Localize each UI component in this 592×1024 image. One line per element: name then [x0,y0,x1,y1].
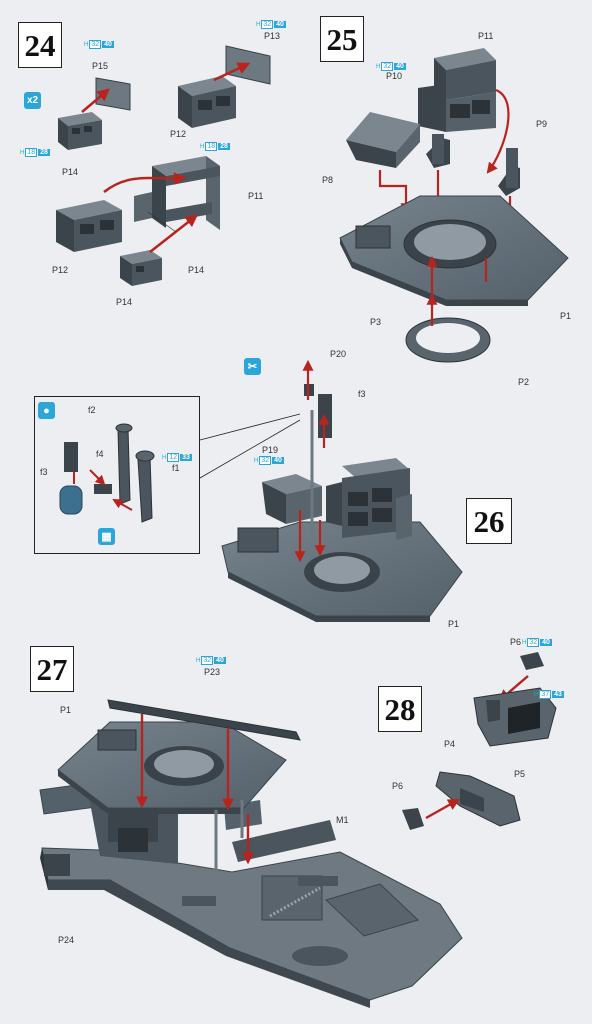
label-f2: f2 [88,405,96,415]
label-p1: P1 [60,705,72,715]
step26-illustration [59,359,463,622]
label-f4: f4 [96,449,104,459]
label-p14: P14 [188,265,205,275]
label-p1: P1 [448,619,460,629]
step-number-24: 24 [18,22,62,68]
quantity-badge: x2 [24,92,41,109]
glue-icon: ● [38,402,55,419]
label-p1: P1 [560,311,572,321]
step27-illustration [39,699,463,1008]
label-m1: M1 [336,815,349,825]
label-p11: P11 [248,191,264,201]
label-p12: P12 [170,129,187,139]
step-number-28: 28 [378,686,422,732]
paint-icon: ▦ [98,528,115,545]
label-p6: P6 [392,781,404,791]
label-p14: P14 [62,167,79,177]
label-p9: P9 [536,119,548,129]
label-p6: P6 [510,637,522,647]
step-number-25: 25 [320,16,364,62]
label-f3: f3 [358,389,366,399]
label-p10: P10 [386,71,403,81]
step-number-26: 26 [466,498,512,544]
label-p12: P12 [52,265,69,275]
step25-illustration [339,48,569,363]
detail-inset [34,396,200,554]
label-p23: P23 [204,667,221,677]
label-p15: P15 [92,61,109,71]
label-p5: P5 [514,769,526,779]
label-p19: P19 [262,445,279,455]
label-p2: P2 [518,377,530,387]
step24-illustration [56,45,271,286]
cut-icon: ✂ [244,358,261,375]
step28-illustration [402,652,557,830]
label-p14: P14 [116,297,133,307]
label-p11: P11 [478,31,494,41]
label-p3: P3 [370,317,382,327]
label-p20: P20 [330,349,347,359]
step-number-27: 27 [30,646,74,692]
label-p4: P4 [444,739,456,749]
label-p24: P24 [58,935,75,945]
label-f3: f3 [40,467,48,477]
label-f1: f1 [172,463,180,473]
label-p8: P8 [322,175,334,185]
label-p13: P13 [264,31,281,41]
